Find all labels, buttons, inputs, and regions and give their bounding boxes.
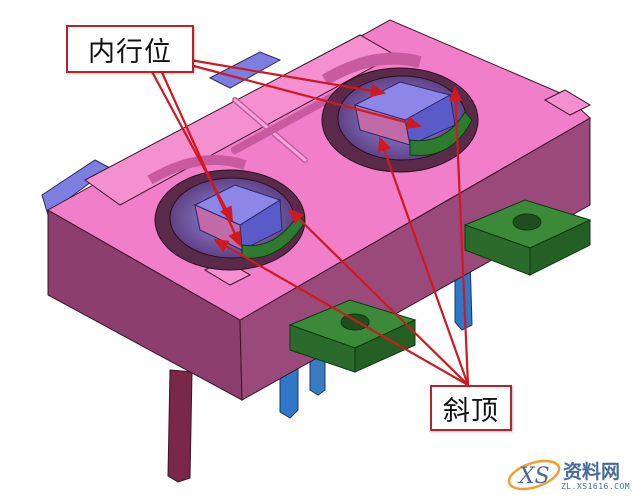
lifter-block-right (463, 199, 592, 276)
lifter-block-front (288, 299, 417, 373)
watermark: XS 资料网 ZL.XS1616.COM (505, 455, 633, 495)
watermark-url: ZL.XS1616.COM (561, 482, 631, 491)
xs-logo-icon: XS (507, 459, 561, 491)
lifter-label: 斜顶 (430, 385, 512, 431)
lifter-label-text: 斜顶 (443, 395, 499, 427)
back-slide-guide-left (41, 159, 111, 216)
lifter-arrows (213, 85, 470, 386)
lifter-head-left (241, 214, 306, 259)
lifter-head-right (409, 111, 473, 157)
inner-slide-label-text: 内行位 (88, 36, 172, 68)
watermark-brand: 资料网 (563, 461, 621, 483)
ejector-rod-maroon (167, 369, 193, 483)
inner-slide-label: 内行位 (66, 25, 194, 73)
logo-text: XS (517, 464, 550, 489)
inner-slide-arrows (149, 58, 423, 248)
